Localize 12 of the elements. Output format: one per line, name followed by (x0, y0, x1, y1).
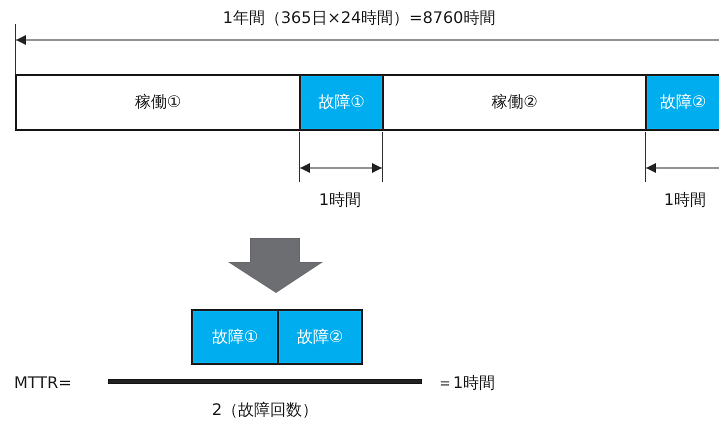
operation-block: 稼働② (382, 74, 647, 131)
failure-block: 故障② (277, 309, 363, 365)
dimension-label: 1年間（365日×24時間）=8760時間 (222, 8, 496, 29)
formula-text: ＝1時間 (437, 373, 496, 394)
duration-label: 1時間 (318, 190, 362, 211)
duration-label: 1時間 (664, 190, 706, 211)
failure-block: 故障① (191, 309, 279, 365)
operation-block: 稼働① (15, 74, 301, 131)
failure-block: 故障② (645, 74, 719, 131)
formula-text: MTTR= (14, 373, 72, 392)
formula-text: 2（故障回数） (212, 400, 318, 421)
failure-block: 故障① (299, 74, 384, 131)
